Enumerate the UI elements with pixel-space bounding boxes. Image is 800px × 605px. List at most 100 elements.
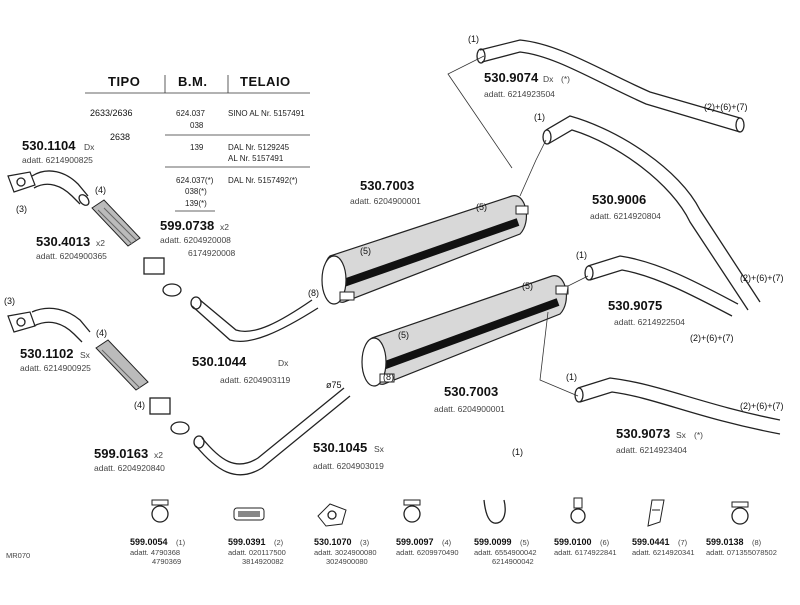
hardware-adatt: adatt. 6209970490: [396, 548, 459, 557]
hardware-item-599-0138[interactable]: 599.0138 (8) adatt. 071355078502: [706, 501, 777, 557]
callout-3: (3): [4, 296, 15, 306]
hardware-ref: (4): [442, 538, 452, 547]
part-530-7003-lower[interactable]: (5) (5) (8) 530.7003 adatt. 6204900001: [361, 275, 569, 414]
callout-combo: (2)+(6)+(7): [740, 273, 784, 283]
hardware-row: 599.0054 (1) adatt. 4790368 4790369 599.…: [130, 497, 777, 566]
part-star: (*): [561, 74, 570, 84]
hardware-adatt: adatt. 6214920341: [632, 548, 695, 557]
hardware-item-599-0097[interactable]: 599.0097 (4) adatt. 6209970490: [396, 499, 459, 557]
part-530-1104[interactable]: 530.1104 Dx adatt. 6214900825 (3): [7, 138, 95, 214]
part-number: 530.1044: [192, 354, 247, 369]
leader-lines: [447, 55, 589, 397]
hardware-adatt-alt: 4790369: [152, 557, 181, 566]
mount-bracket-icon: [647, 499, 665, 527]
part-adatt: adatt. 6214923504: [484, 89, 555, 99]
pipe-drawing: [193, 387, 351, 476]
part-adatt: adatt. 6204900001: [434, 404, 505, 414]
part-adatt: adatt. 6204900001: [350, 196, 421, 206]
callout-1: (1): [566, 372, 577, 382]
part-side: Dx: [543, 74, 554, 84]
table-cell-bm: 624.037: [176, 109, 205, 118]
hardware-item-599-0099[interactable]: 599.0099 (5) adatt. 6554900042 621490004…: [474, 499, 537, 566]
callout-4: (4): [96, 328, 107, 338]
hardware-ref: (2): [274, 538, 284, 547]
part-number: 530.1104: [22, 138, 76, 153]
part-530-1045[interactable]: ø75 530.1045 Sx adatt. 6204903019: [193, 380, 385, 476]
part-530-1102[interactable]: (3) (4) 530.1102 Sx adatt. 6214900925: [4, 296, 149, 391]
callout-4: (4): [95, 185, 106, 195]
part-530-1044[interactable]: (8) 530.1044 Dx adatt. 6204903119: [190, 288, 319, 385]
muffler-drawing: [361, 275, 569, 387]
band-clamp-icon: [233, 507, 265, 521]
part-599-0738[interactable]: 599.0738 x2 adatt. 6204920008 6174920008: [143, 218, 236, 297]
hardware-adatt-alt: 6214900042: [492, 557, 534, 566]
part-adatt: adatt. 6204903119: [220, 375, 291, 385]
part-530-4013[interactable]: (4) 530.4013 x2 adatt. 6204900365: [36, 185, 141, 261]
table-header-tipo: TIPO: [108, 74, 140, 89]
sleeve-clamp-drawing: [149, 397, 190, 435]
gasket-icon: [317, 503, 347, 527]
tailpipe-drawing: [584, 255, 739, 317]
hardware-number: 599.0441: [632, 537, 670, 547]
callout-4: (4): [134, 400, 145, 410]
callout-combo: (2)+(6)+(7): [690, 333, 734, 343]
dimension-label: ø75: [326, 380, 342, 390]
hardware-number: 599.0138: [706, 537, 744, 547]
part-adatt: adatt. 6214900925: [20, 363, 91, 373]
hardware-number: 530.1070: [314, 537, 352, 547]
part-number: 530.9073: [616, 426, 670, 441]
part-530-9073[interactable]: (1) (2)+(6)+(7) 530.9073 Sx (*) adatt. 6…: [566, 372, 784, 455]
callout-1: (1): [576, 250, 587, 260]
hardware-number: 599.0097: [396, 537, 434, 547]
hardware-item-599-0100[interactable]: 599.0100 (6) adatt. 6174922841: [554, 497, 617, 557]
callout-8: (8): [308, 288, 319, 298]
part-number: 599.0163: [94, 446, 148, 461]
part-number: 530.9075: [608, 298, 662, 313]
table-cell-tipo: 2633/2636: [90, 108, 133, 118]
hardware-adatt: adatt. 020117500: [228, 548, 286, 557]
part-side: Sx: [80, 350, 91, 360]
part-adatt: adatt. 6204920840: [94, 463, 165, 473]
callout-1: (1): [534, 112, 545, 122]
hardware-item-599-0391[interactable]: 599.0391 (2) adatt. 020117500 3814920082: [228, 507, 286, 566]
table-cell-bm: 038: [190, 121, 204, 130]
callout-combo: (2)+(6)+(7): [704, 102, 748, 112]
pipe-drawing: [190, 296, 319, 342]
table-cell-telaio: DAL Nr. 5157492(*): [228, 176, 298, 185]
part-number: 530.9006: [592, 192, 646, 207]
flex-hose-drawing: [95, 339, 149, 391]
table-cell-telaio: SINO AL Nr. 5157491: [228, 109, 305, 118]
hardware-adatt: adatt. 6174922841: [554, 548, 617, 557]
part-adatt: adatt. 6214922504: [614, 317, 685, 327]
hardware-item-530-1070[interactable]: 530.1070 (3) adatt. 3024900080 302490008…: [314, 503, 377, 566]
callout-5: (5): [476, 202, 487, 212]
callout-5: (5): [522, 281, 533, 291]
part-number: 530.4013: [36, 234, 90, 249]
part-530-9075[interactable]: (1) 530.9075 adatt. 6214922504 (2)+(6)+(…: [576, 250, 739, 343]
part-star: (*): [694, 430, 703, 440]
hardware-adatt: adatt. 071355078502: [706, 548, 777, 557]
flange-pipe-drawing: [7, 170, 90, 206]
hardware-item-599-0441[interactable]: 599.0441 (7) adatt. 6214920341: [632, 499, 695, 557]
part-530-7003-upper[interactable]: 530.7003 adatt. 6204900001 (5) (5): [321, 178, 529, 305]
table-cell-bm: 139: [190, 143, 204, 152]
part-number: 530.1102: [20, 346, 74, 361]
part-530-9074[interactable]: (1) 530.9074 Dx (*) adatt. 6214923504 (2…: [468, 34, 748, 133]
muffler-drawing: [321, 195, 529, 305]
callout-3: (3): [16, 204, 27, 214]
table-cell-tipo: 2638: [110, 132, 130, 142]
hardware-adatt-alt: 3814920082: [242, 557, 284, 566]
table-cell-telaio: DAL Nr. 5129245: [228, 143, 290, 152]
part-599-0163[interactable]: (4) 599.0163 x2 adatt. 6204920840: [94, 397, 190, 473]
callout-combo: (2)+(6)+(7): [740, 401, 784, 411]
part-530-9006[interactable]: (1) 530.9006 adatt. 6214920804 (2)+(6)+(…: [534, 112, 784, 311]
hardware-number: 599.0054: [130, 537, 168, 547]
hardware-item-599-0054[interactable]: 599.0054 (1) adatt. 4790368 4790369: [130, 499, 186, 566]
part-number: 530.7003: [444, 384, 498, 399]
hardware-ref: (1): [176, 538, 186, 547]
part-adatt: adatt. 6204920008: [160, 235, 231, 245]
flex-hose-drawing: [91, 199, 141, 247]
hardware-adatt: adatt. 4790368: [130, 548, 180, 557]
hardware-ref: (7): [678, 538, 688, 547]
